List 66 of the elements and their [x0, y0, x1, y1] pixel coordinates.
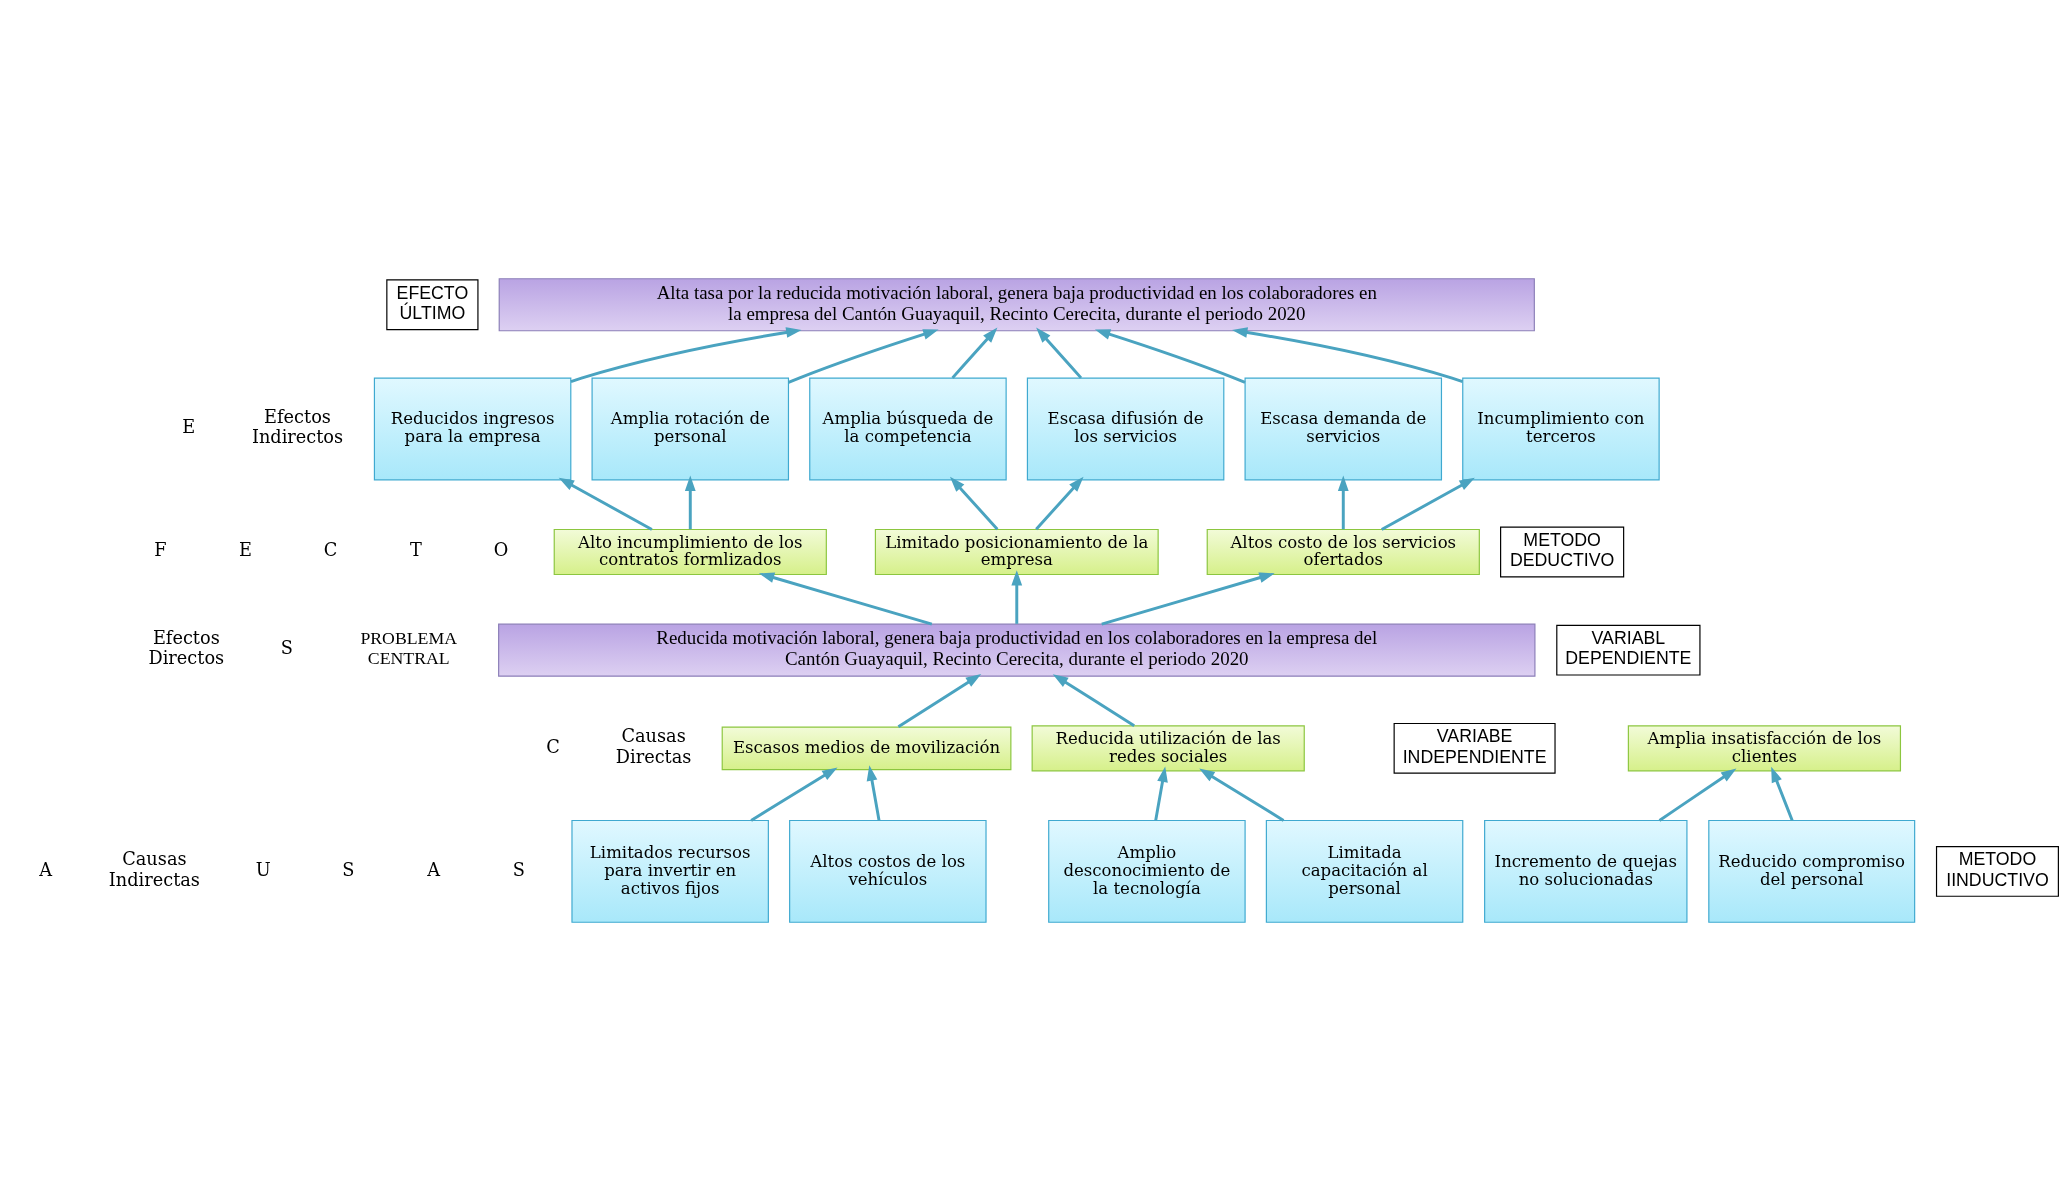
arrow [758, 571, 933, 625]
label: Causas Indirectas [108, 848, 200, 890]
node-box: Limitada capacitación al personal [1265, 819, 1464, 923]
label: S [342, 859, 355, 880]
node-box: METODO IINDUCTIVO [1935, 845, 2059, 897]
label: E [182, 416, 196, 437]
arrow [1771, 766, 1794, 821]
arrow [951, 327, 998, 379]
arrow [570, 326, 802, 383]
arrow [1035, 476, 1084, 530]
arrow [1154, 766, 1168, 821]
arrow [750, 766, 838, 822]
label: E [239, 539, 252, 560]
arrow [1101, 571, 1275, 625]
arrow [866, 764, 881, 821]
label: PROBLEMA CENTRAL [360, 627, 458, 668]
label: Efectos Indirectos [251, 406, 344, 447]
arrow [1658, 767, 1737, 822]
node-box: Reducidos ingresos para la empresa [373, 377, 572, 480]
label: C [323, 539, 338, 560]
label: U [255, 859, 271, 880]
node-box: Altos costo de los servicios ofertados [1206, 528, 1480, 575]
arrow [1094, 328, 1246, 384]
node-box: VARIABL DEPENDIENTE [1556, 624, 1701, 676]
arrow [949, 476, 999, 530]
node-box: Amplia búsqueda de la competencia [809, 377, 1007, 480]
arrow [897, 673, 982, 728]
label: S [512, 859, 525, 880]
arrow [1011, 569, 1023, 624]
arrow [558, 477, 653, 531]
node-box: EFECTO ÚLTIMO [386, 278, 479, 330]
node-box: Escasa demanda de servicios [1244, 377, 1443, 480]
arrow [1231, 326, 1464, 383]
label: C [546, 736, 560, 757]
arrow [1337, 475, 1349, 529]
node-box: Limitado posicionamiento de la empresa [874, 528, 1159, 575]
label: A [39, 859, 52, 880]
label: Efectos Directos [148, 627, 225, 668]
label: Causas Directas [615, 725, 692, 767]
node-box: METODO DEDUCTIVO [1500, 526, 1625, 577]
node-box: VARIABE INDEPENDIENTE [1393, 722, 1556, 774]
arrow [1036, 327, 1083, 379]
node-box: Reducido compromiso del personal [1708, 819, 1916, 923]
label: S [280, 637, 293, 658]
node-box: Reducida utilización de las redes sociales [1031, 724, 1305, 771]
node-box: Escasos medios de movilización [721, 726, 1012, 770]
arrow [1052, 673, 1135, 727]
node-box: Amplia insatisfacción de los clientes [1627, 724, 1902, 771]
node-box: Alta tasa por la reducida motivación laboral, genera baja productividad en los colaboradores en la empresa del Cantón Guayaquil, Recinto Cerecita, durante el periodo 2020 [498, 277, 1535, 331]
node-box: Incumplimiento con terceros [1462, 377, 1660, 480]
node-box: Amplio desconocimiento de la tecnología [1048, 819, 1246, 923]
label: O [493, 539, 509, 560]
arrow [684, 475, 696, 529]
node-box: Altos costos de los vehículos [789, 819, 987, 923]
node-box: Amplia rotación de personal [591, 377, 790, 480]
arrow [1199, 768, 1285, 822]
label: A [427, 859, 440, 880]
arrow [788, 328, 939, 384]
label: T [409, 539, 422, 560]
arrow [1380, 477, 1475, 531]
label: F [154, 539, 167, 560]
node-box: Reducida motivación laboral, genera baja productividad en los colaboradores en la empresa del Cantón Guayaquil, Recinto Cerecita, durante el periodo 2020 [498, 623, 1536, 677]
node-box: Alto incumplimiento de los contratos formlizados [553, 528, 827, 575]
node-box: Limitados recursos para invertir en activos fijos [571, 819, 769, 923]
node-box: Incremento de quejas no solucionadas [1484, 819, 1688, 923]
node-box: Escasa difusión de los servicios [1026, 377, 1225, 480]
